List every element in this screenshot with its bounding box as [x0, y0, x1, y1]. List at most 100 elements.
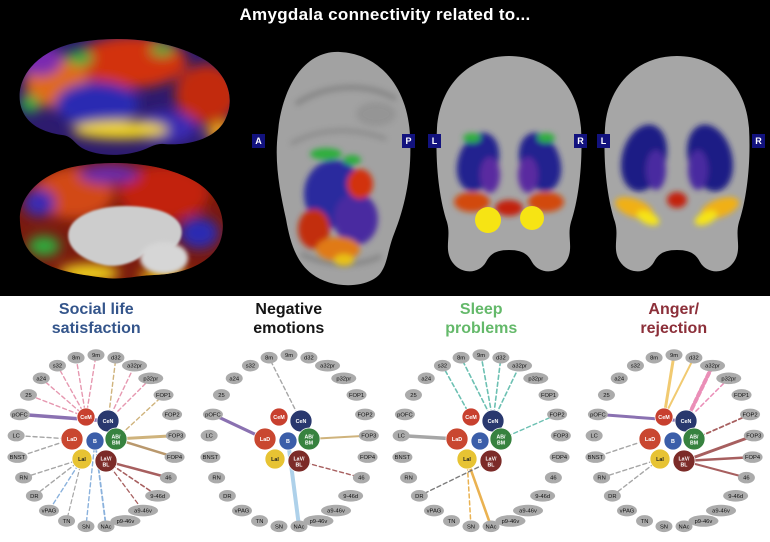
svg-text:9m: 9m: [477, 353, 485, 359]
svg-text:FOP4: FOP4: [167, 455, 183, 461]
svg-text:a24: a24: [229, 376, 239, 382]
svg-text:BNST: BNST: [10, 455, 26, 461]
network-title-line: rejection: [640, 320, 708, 337]
svg-text:B: B: [93, 439, 97, 445]
svg-text:a9-46v: a9-46v: [712, 509, 730, 515]
svg-text:s32: s32: [438, 364, 447, 370]
svg-text:B: B: [286, 439, 290, 445]
svg-text:LaD: LaD: [645, 437, 655, 443]
svg-text:9m: 9m: [670, 353, 678, 359]
brain-renders-and-slices: [19, 39, 750, 286]
svg-text:AB/: AB/: [304, 435, 313, 441]
svg-text:vPAG: vPAG: [427, 509, 442, 515]
svg-text:pOFC: pOFC: [397, 412, 412, 418]
svg-text:FOP3: FOP3: [554, 434, 569, 440]
svg-text:SN: SN: [660, 524, 668, 530]
svg-text:AB/: AB/: [689, 435, 698, 441]
svg-text:LaV/: LaV/: [678, 457, 690, 463]
svg-text:BM: BM: [690, 441, 698, 447]
svg-text:LaV/: LaV/: [293, 457, 305, 463]
svg-text:BNST: BNST: [587, 455, 603, 461]
svg-text:25: 25: [603, 393, 609, 399]
sagittal-slice: [276, 51, 411, 286]
svg-text:a24: a24: [37, 376, 47, 382]
svg-text:LaD: LaD: [452, 437, 462, 443]
svg-text:LC: LC: [205, 434, 212, 440]
svg-text:p32pr: p32pr: [529, 376, 544, 382]
orientation-label-left-2: L: [597, 134, 610, 148]
svg-text:9-46d: 9-46d: [150, 494, 165, 500]
svg-text:a9-46v: a9-46v: [519, 509, 537, 515]
network-title-line: satisfaction: [51, 320, 141, 337]
svg-text:d32: d32: [304, 356, 314, 362]
network-title-sleep: Sleep problems: [445, 300, 517, 338]
network-title-line: emotions: [253, 320, 325, 337]
svg-text:9m: 9m: [285, 353, 293, 359]
svg-text:s32: s32: [246, 364, 255, 370]
svg-text:a9-46v: a9-46v: [327, 509, 345, 515]
svg-text:FOP1: FOP1: [541, 393, 556, 399]
svg-text:8m: 8m: [457, 356, 465, 362]
svg-text:CeM: CeM: [466, 415, 478, 421]
svg-text:CeN: CeN: [103, 419, 114, 425]
svg-text:RN: RN: [597, 476, 605, 482]
orientation-label-left-1: L: [428, 134, 441, 148]
svg-text:p9-46v: p9-46v: [502, 519, 520, 525]
svg-text:CeM: CeM: [81, 415, 93, 421]
svg-text:TN: TN: [640, 519, 648, 525]
svg-text:LaI: LaI: [78, 457, 86, 463]
svg-text:a32pr: a32pr: [705, 364, 720, 370]
svg-text:RN: RN: [20, 476, 28, 482]
svg-text:CeN: CeN: [488, 419, 499, 425]
svg-text:FOP1: FOP1: [156, 393, 171, 399]
svg-text:BM: BM: [497, 441, 505, 447]
svg-text:DR: DR: [30, 494, 38, 500]
coronal-slice-1: [436, 56, 582, 272]
svg-text:p32pr: p32pr: [721, 376, 736, 382]
svg-text:a24: a24: [614, 376, 624, 382]
amygdala-seed-left: [475, 207, 501, 233]
svg-text:B: B: [478, 439, 482, 445]
svg-text:RN: RN: [405, 476, 413, 482]
svg-text:DR: DR: [608, 494, 616, 500]
svg-text:RN: RN: [212, 476, 220, 482]
svg-text:pOFC: pOFC: [205, 412, 220, 418]
brain-imaging-panel: Amygdala connectivity related to...: [0, 0, 770, 296]
svg-text:B: B: [671, 439, 675, 445]
svg-text:46: 46: [165, 476, 171, 482]
figure-title: Amygdala connectivity related to...: [239, 5, 531, 24]
svg-text:FOP3: FOP3: [169, 434, 184, 440]
svg-text:d32: d32: [689, 356, 699, 362]
svg-text:pOFC: pOFC: [590, 412, 605, 418]
brain-medial-render: [19, 162, 223, 279]
svg-text:d32: d32: [496, 356, 506, 362]
svg-text:CeN: CeN: [680, 419, 691, 425]
svg-text:FOP3: FOP3: [746, 434, 761, 440]
svg-text:LaI: LaI: [656, 457, 664, 463]
network-title-social: Social life satisfaction: [52, 300, 141, 338]
svg-text:25: 25: [410, 393, 416, 399]
svg-text:46: 46: [743, 476, 749, 482]
svg-text:TN: TN: [448, 519, 456, 525]
svg-text:LaI: LaI: [463, 457, 471, 463]
brain-lateral-render: [19, 39, 230, 155]
network-title-line: Negative: [255, 301, 323, 318]
network-title-line: Anger/: [648, 301, 700, 318]
svg-text:CeM: CeM: [273, 415, 285, 421]
svg-text:LC: LC: [590, 434, 597, 440]
orientation-label-posterior: P: [402, 134, 415, 148]
svg-text:9-46d: 9-46d: [343, 494, 358, 500]
svg-text:46: 46: [550, 476, 556, 482]
svg-text:pOFC: pOFC: [12, 412, 27, 418]
svg-text:8m: 8m: [72, 356, 80, 362]
network-title-line: Social life: [58, 301, 134, 318]
svg-text:LC: LC: [398, 434, 405, 440]
svg-text:25: 25: [218, 393, 224, 399]
svg-text:AB/: AB/: [497, 435, 506, 441]
svg-text:BM: BM: [112, 441, 120, 447]
svg-text:CeM: CeM: [658, 415, 670, 421]
